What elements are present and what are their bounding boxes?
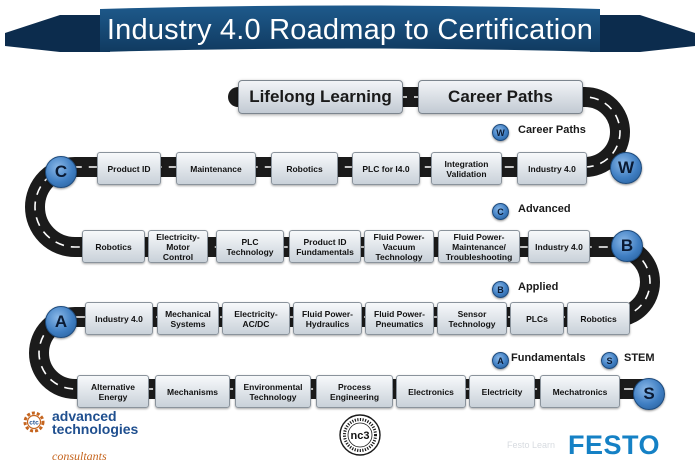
road-badge-c: C [45, 156, 77, 188]
level-s-item: Alternative Energy [77, 375, 149, 408]
level-a-item: Fluid Power- Pneumatics [365, 302, 434, 335]
lifelong-learning-box: Lifelong Learning [238, 80, 403, 114]
level-a-item: Fluid Power- Hydraulics [293, 302, 362, 335]
road-centerline [34, 96, 651, 390]
level-w-item: Product ID [97, 152, 161, 185]
legend-label-career-paths: Career Paths [518, 124, 586, 136]
legend-badge-a: A [492, 352, 509, 369]
level-a-item: Electricity- AC/DC [222, 302, 290, 335]
level-w-item: Industry 4.0 [517, 152, 587, 185]
level-a-item: Robotics [567, 302, 630, 335]
legend-badge-c: C [492, 203, 509, 220]
seal-text: nc3 [351, 430, 370, 442]
road-badge-s: S [633, 378, 665, 410]
level-a-item: Sensor Technology [437, 302, 507, 335]
atc-gear-text: ctc [29, 420, 39, 427]
level-s-item: Mechanisms [155, 375, 230, 408]
gear-icon: ctc [23, 411, 45, 433]
road-badge-b: B [611, 230, 643, 262]
level-s-item: Process Engineering [316, 375, 393, 408]
legend-badge-w: W [492, 124, 509, 141]
level-s-item: Electricity [469, 375, 535, 408]
atc-line1: advanced [52, 408, 117, 424]
career-paths-box: Career Paths [418, 80, 583, 114]
level-b-item: Robotics [82, 230, 145, 263]
level-b-item: Industry 4.0 [528, 230, 590, 263]
page-title: Industry 4.0 Roadmap to Certification [106, 14, 594, 46]
ribbon-right-tail [590, 15, 695, 52]
level-b-item: PLC Technology [216, 230, 284, 263]
level-a-item: PLCs [510, 302, 564, 335]
level-s-item: Mechatronics [540, 375, 620, 408]
legend-label-applied: Applied [518, 281, 559, 293]
level-a-item: Industry 4.0 [85, 302, 153, 335]
level-b-item: Electricity- Motor Control [148, 230, 208, 263]
legend-label-advanced: Advanced [518, 203, 571, 215]
ribbon-center [100, 5, 600, 52]
level-w-item: Maintenance [176, 152, 256, 185]
legend-label-fundamentals: Fundamentals [511, 352, 586, 364]
level-w-item: Integration Validation [431, 152, 502, 185]
level-a-item: Mechanical Systems [157, 302, 219, 335]
road-badge-a: A [45, 306, 77, 338]
level-b-item: Fluid Power- Vacuum Technology [364, 230, 434, 263]
level-s-item: Environmental Technology [235, 375, 311, 408]
festo-learn-text: Festo Learn [507, 440, 556, 450]
atc-line2: technologies [52, 421, 139, 437]
atc-logo: ctc advanced technologies consultants [22, 408, 182, 465]
legend-badge-s: S [601, 352, 618, 369]
ribbon-left-tail [5, 15, 110, 52]
legend-badge-b: B [492, 281, 509, 298]
level-w-item: Robotics [271, 152, 338, 185]
festo-logo: FESTO [568, 430, 661, 460]
legend-label-stem: STEM [624, 352, 655, 364]
atc-logo-text: advanced technologies [52, 408, 139, 437]
level-s-item: Electronics [396, 375, 466, 408]
level-b-item: Fluid Power- Maintenance/ Troubleshootin… [438, 230, 520, 263]
road-badge-w: W [610, 152, 642, 184]
nc3-seal-icon: nc3 [339, 414, 381, 456]
level-w-item: PLC for I4.0 [352, 152, 420, 185]
level-b-item: Product ID Fundamentals [289, 230, 361, 263]
atc-line3: consultants [52, 449, 107, 463]
